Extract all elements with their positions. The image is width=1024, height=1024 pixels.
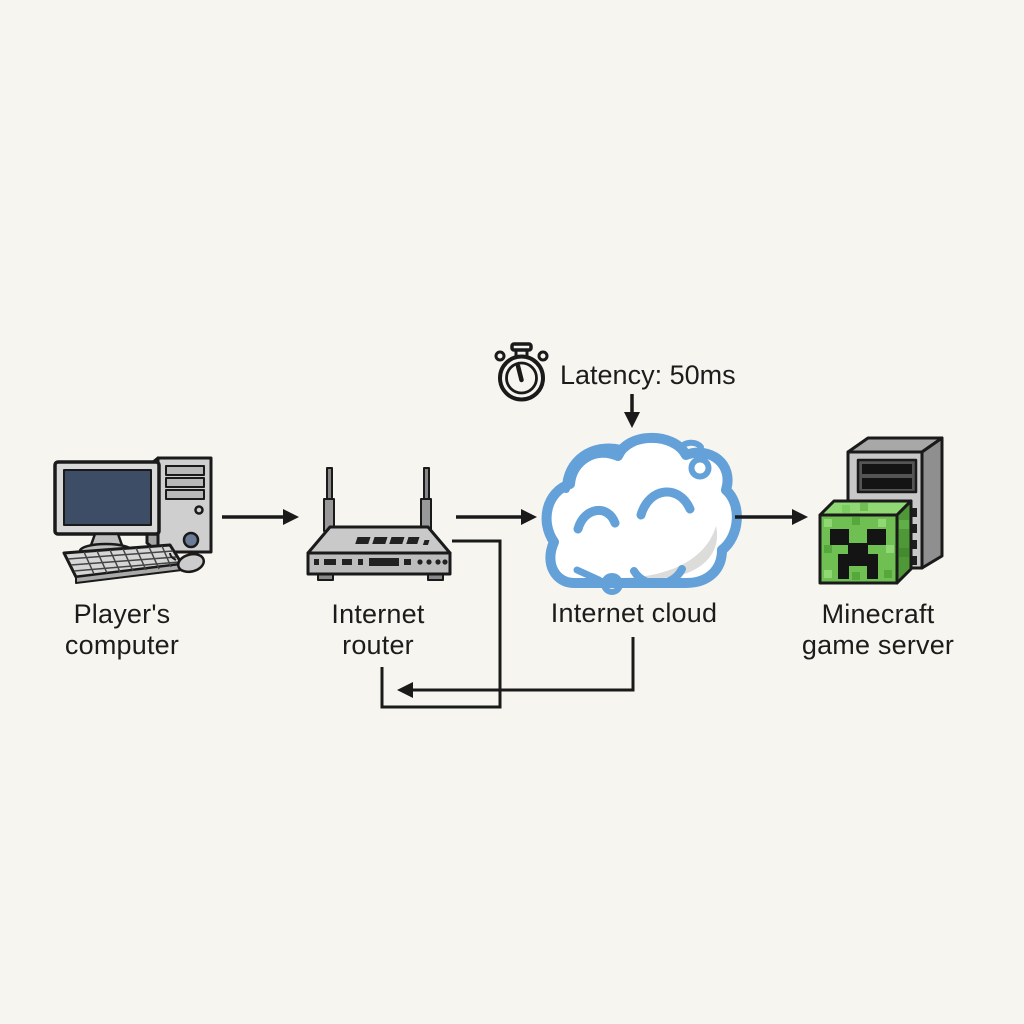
router-label: Internet router [288, 599, 468, 661]
cloud-to-router-return-arrow [397, 637, 635, 698]
server-label: Minecraft game server [768, 599, 988, 661]
router-front-ports [314, 558, 448, 566]
computer-label-line1: Player's [73, 599, 171, 629]
cloud-label: Internet cloud [534, 598, 734, 629]
creeper-face [830, 529, 886, 579]
latency-down-arrow [624, 394, 640, 428]
server-label-line2: game server [801, 630, 955, 660]
arrow-computer-to-router [222, 509, 299, 525]
router-label-line1: Internet [331, 599, 425, 629]
computer-label: Player's computer [32, 599, 212, 661]
arrow-router-to-cloud [456, 509, 537, 525]
minecraft-server-icon [818, 436, 944, 585]
creeper-head-icon [818, 499, 913, 585]
router-top-vents [355, 537, 430, 545]
router-loop-line [380, 539, 502, 709]
router-label-line2: router [342, 630, 414, 660]
desktop-computer-icon [53, 456, 213, 584]
server-label-line1: Minecraft [821, 599, 935, 629]
cloud-label-line1: Internet cloud [550, 598, 718, 628]
latency-label: Latency: 50ms [560, 360, 736, 390]
computer-label-line2: computer [64, 630, 180, 660]
internet-cloud-icon [541, 432, 742, 595]
wifi-router-icon [306, 467, 452, 581]
arrow-cloud-to-server [735, 509, 808, 525]
stopwatch-icon [494, 342, 549, 402]
